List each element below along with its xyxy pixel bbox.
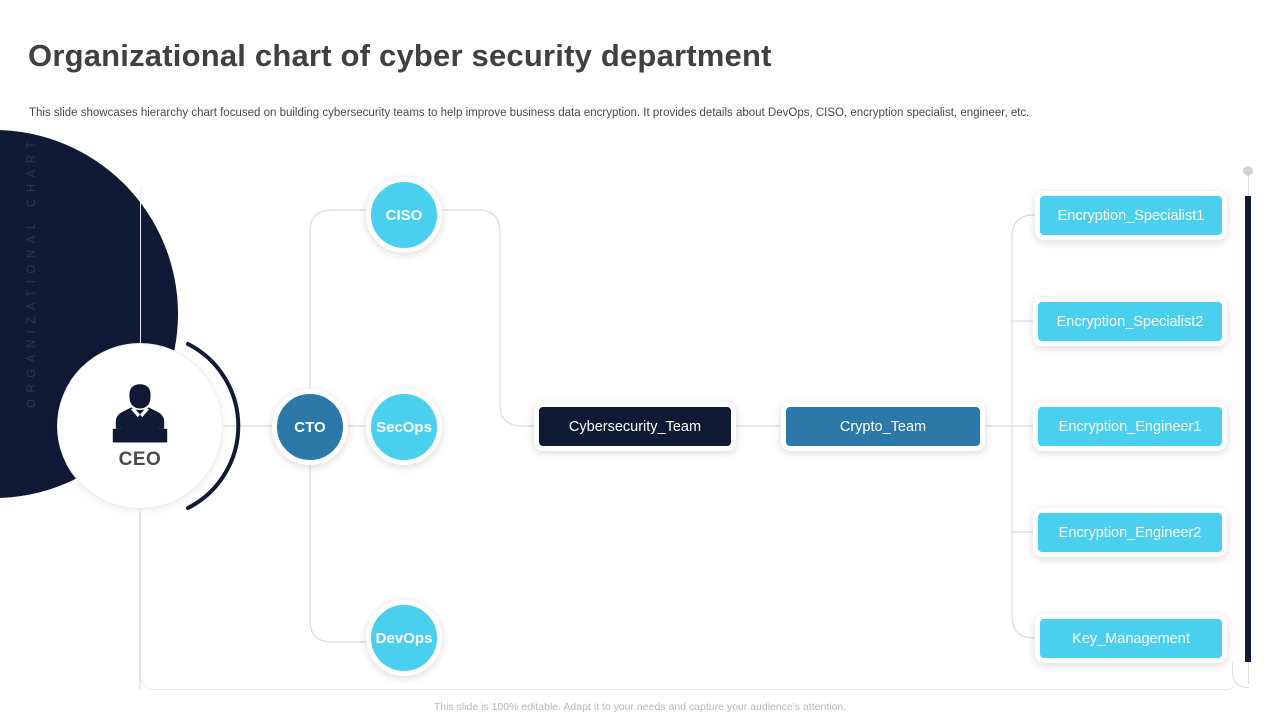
node-ciso-label: CISO (385, 206, 423, 224)
node-encryption-engineer2-label: Encryption_Engineer2 (1058, 524, 1202, 541)
node-crypto-team[interactable]: Crypto_Team (781, 402, 985, 451)
node-secops-label: SecOps (376, 418, 432, 436)
node-key-management[interactable]: Key_Management (1035, 614, 1227, 663)
page-title: Organizational chart of cyber security d… (28, 38, 772, 73)
node-ceo-label: CEO (118, 448, 162, 470)
node-crypto-team-label: Crypto_Team (839, 418, 927, 435)
executive-person-icon (112, 383, 168, 442)
node-ciso[interactable]: CISO (366, 177, 442, 253)
ceo-accent-arc (186, 342, 241, 510)
node-encryption-specialist1-label: Encryption_Specialist1 (1057, 207, 1205, 224)
right-rail-bar (1245, 196, 1251, 662)
node-ceo[interactable]: CEO (57, 343, 223, 509)
node-devops-label: DevOps (375, 629, 433, 647)
page-subtitle: This slide showcases hierarchy chart foc… (29, 107, 1030, 119)
node-secops[interactable]: SecOps (366, 389, 442, 465)
footer-note: This slide is 100% editable. Adapt it to… (433, 701, 847, 713)
node-encryption-engineer1[interactable]: Encryption_Engineer1 (1033, 402, 1227, 451)
node-cto[interactable]: CTO (272, 389, 348, 465)
node-encryption-engineer1-label: Encryption_Engineer1 (1058, 418, 1202, 435)
node-encryption-specialist2[interactable]: Encryption_Specialist2 (1033, 297, 1227, 346)
node-encryption-specialist2-label: Encryption_Specialist2 (1056, 313, 1204, 330)
node-cybersecurity-team[interactable]: Cybersecurity_Team (534, 402, 736, 451)
node-encryption-specialist1[interactable]: Encryption_Specialist1 (1035, 191, 1227, 240)
node-cto-label: CTO (294, 418, 326, 436)
right-rail-dot-icon (1243, 166, 1253, 176)
node-cybersecurity-team-label: Cybersecurity_Team (568, 418, 702, 435)
node-encryption-engineer2[interactable]: Encryption_Engineer2 (1033, 508, 1227, 557)
node-key-management-label: Key_Management (1072, 630, 1190, 647)
node-devops[interactable]: DevOps (366, 600, 442, 676)
